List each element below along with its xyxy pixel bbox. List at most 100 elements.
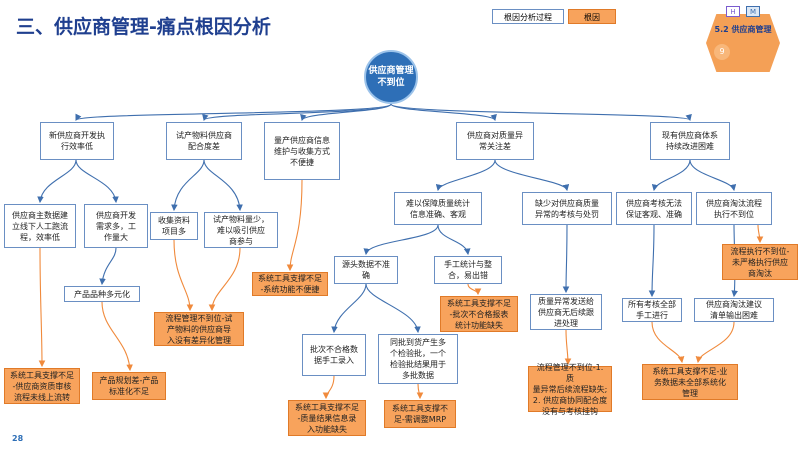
edge-root-l1-5	[390, 103, 692, 122]
cause-label-c8: 流程管理不到位-1. 质 量异常后续流程缺失; 2. 供应商协同配合度 没有与考…	[532, 362, 608, 416]
edge-n1b-n1c	[99, 247, 117, 286]
label-n5d: 供应商淘汰建议 清单输出困难	[706, 300, 762, 320]
edge-root-l1-3	[300, 103, 392, 122]
root-node: 供应商管理 不到位	[364, 50, 418, 104]
legend-root-cause: 根因	[568, 9, 616, 24]
badge-number: 9	[714, 44, 730, 60]
l1-label-2: 试产物料供应商 配合度差	[176, 131, 232, 151]
edge-n5a-n5c	[648, 224, 656, 298]
label-n1c: 产品品种多元化	[74, 289, 130, 299]
l1-node-5: 现有供应商体系 持续改进困难	[650, 122, 730, 160]
node-n5c: 所有考核全部 手工进行	[622, 298, 682, 322]
label-n4g: 同批到货产生多 个检验批，一个 检验批结果用于 多批数据	[390, 338, 446, 380]
node-n4f: 批次不合格数 据手工录入	[302, 334, 366, 376]
edge-l1-5-n5a	[651, 159, 691, 192]
edge-l1-2-n2a	[171, 159, 205, 212]
l1-node-2: 试产物料供应商 配合度差	[166, 122, 242, 160]
edge-l1-4-n4a	[435, 159, 496, 192]
l1-label-1: 新供应商开发执 行效率低	[49, 131, 105, 151]
l1-node-3: 量产供应商信息 维护与收集方式 不便捷	[264, 122, 340, 180]
edge-n1c-c2	[101, 301, 133, 372]
badge-tag-h: H	[726, 6, 740, 17]
cause-c8: 流程管理不到位-1. 质 量异常后续流程缺失; 2. 供应商协同配合度 没有与考…	[528, 363, 612, 416]
label-n4a: 难以保障质量统计 信息准确、客观	[406, 198, 470, 219]
edge-l1-2-n2b	[203, 159, 243, 212]
node-n1a: 供应商主数据建 立线下人工跑流 程，效率低	[4, 204, 76, 248]
label-n4c: 源头数据不准 确	[342, 260, 390, 280]
cause-label-c6: 系统工具支撑不 足-需调整MRP	[392, 404, 448, 424]
edge-n4c-n4f	[331, 283, 367, 334]
label-n2b: 试产物料量少， 难以吸引供应 商参与	[213, 214, 269, 246]
label-n5a: 供应商考核无法 保证客观、准确	[626, 198, 682, 219]
edge-n2b-c3	[208, 247, 241, 312]
edge-n4a-n4c	[363, 224, 439, 256]
l1-label-3: 量产供应商信息 维护与收集方式 不便捷	[274, 135, 330, 167]
node-n4d: 手工统计与整 合，易出错	[434, 256, 502, 284]
cause-label-c4: 系统工具支撑不足 -系统功能不便捷	[258, 274, 322, 294]
label-n4b: 缺少对供应商质量 异常的考核与处罚	[535, 198, 599, 219]
l1-label-4: 供应商对质量异 常关注差	[467, 131, 523, 151]
cause-label-c5: 系统工具支撑不足 -质量结果信息录 入功能缺失	[295, 402, 359, 434]
page-number: 28	[12, 434, 24, 443]
label-n5c: 所有考核全部 手工进行	[628, 300, 676, 320]
edge-n5b-c9	[756, 224, 764, 244]
cause-c10: 系统工具支撑不足-业 务数据未全部系统化 管理	[642, 364, 738, 400]
label-n5b: 供应商淘汰流程 执行不到位	[706, 198, 762, 219]
section-badge-shape	[706, 14, 780, 72]
cause-c1: 系统工具支撑不足 -供应商资质审核 流程未线上流转	[4, 368, 80, 404]
label-n1a: 供应商主数据建 立线下人工跑流 程，效率低	[12, 210, 68, 242]
label-n1b: 供应商开发 需求多，工 作量大	[96, 210, 136, 242]
edge-l1-1-n1a	[37, 159, 77, 204]
node-n1c: 产品品种多元化	[64, 286, 140, 302]
node-n4e: 质量异常发送给 供应商无后续跟 进处理	[530, 294, 602, 330]
page-title: 三、供应商管理-痛点根因分析	[16, 16, 271, 38]
node-n5a: 供应商考核无法 保证客观、准确	[616, 192, 692, 225]
cause-label-c1: 系统工具支撑不足 -供应商资质审核 流程未线上流转	[10, 370, 74, 402]
node-n1b: 供应商开发 需求多，工 作量大	[84, 204, 148, 248]
cause-c9: 流程执行不到位- 未严格执行供应 商淘汰	[722, 244, 798, 280]
node-n2b: 试产物料量少， 难以吸引供应 商参与	[204, 212, 278, 248]
legend-process: 根因分析过程	[492, 9, 564, 24]
edge-n1a-c1	[38, 247, 46, 368]
cause-label-c2: 产品规划差-产品 标准化不足	[99, 376, 159, 396]
edge-l1-5-n5b	[689, 159, 737, 192]
cause-label-c9: 流程执行不到位- 未严格执行供应 商淘汰	[730, 246, 790, 278]
label-n2a: 收集资料 项目多	[158, 216, 190, 236]
edge-n4g-c6	[416, 383, 424, 400]
cause-c7: 系统工具支撑不足 -批次不合格报表 统计功能缺失	[440, 296, 518, 332]
label-n4e: 质量异常发送给 供应商无后续跟 进处理	[538, 296, 594, 328]
node-n5d: 供应商淘汰建议 清单输出困难	[694, 298, 774, 322]
edge-l1-1-n1b	[75, 159, 119, 204]
edge-root-l1-1	[75, 103, 392, 121]
l1-node-4: 供应商对质量异 常关注差	[456, 122, 534, 160]
cause-c4: 系统工具支撑不足 -系统功能不便捷	[252, 272, 328, 296]
edge-n4a-n4d	[437, 224, 471, 256]
cause-label-c3: 流程管理不到位-试 产物料的供应商导 入没有差异化管理	[165, 313, 233, 345]
edge-n2a-c3	[173, 239, 194, 312]
edge-n4b-n4e	[562, 224, 570, 294]
cause-c2: 产品规划差-产品 标准化不足	[92, 372, 166, 400]
l1-node-1: 新供应商开发执 行效率低	[40, 122, 114, 160]
node-n5b: 供应商淘汰流程 执行不到位	[696, 192, 772, 225]
edge-n4c-n4g	[365, 283, 421, 334]
edge-n5d-c10	[695, 321, 735, 364]
edge-n4f-c5	[322, 375, 335, 400]
cause-c6: 系统工具支撑不 足-需调整MRP	[384, 400, 456, 428]
cause-c5: 系统工具支撑不足 -质量结果信息录 入功能缺失	[288, 400, 366, 436]
node-n4b: 缺少对供应商质量 异常的考核与处罚	[522, 192, 612, 225]
label-n4f: 批次不合格数 据手工录入	[310, 345, 358, 365]
l1-label-5: 现有供应商体系 持续改进困难	[662, 131, 718, 151]
edge-n5c-c10	[651, 321, 685, 364]
edge-n4d-c7	[467, 283, 482, 296]
cause-c3: 流程管理不到位-试 产物料的供应商导 入没有差异化管理	[154, 312, 244, 346]
edge-l1-4-n4b	[494, 159, 570, 192]
badge-tag-m: M	[746, 6, 760, 17]
node-n4a: 难以保障质量统计 信息准确、客观	[394, 192, 482, 225]
root-label: 供应商管理 不到位	[368, 66, 414, 88]
cause-label-c10: 系统工具支撑不足-业 务数据未全部系统化 管理	[652, 366, 728, 398]
node-n2a: 收集资料 项目多	[150, 212, 198, 240]
node-n4c: 源头数据不准 确	[334, 256, 398, 284]
cause-label-c7: 系统工具支撑不足 -批次不合格报表 统计功能缺失	[447, 298, 511, 330]
edge-n4e-c8	[564, 329, 572, 366]
